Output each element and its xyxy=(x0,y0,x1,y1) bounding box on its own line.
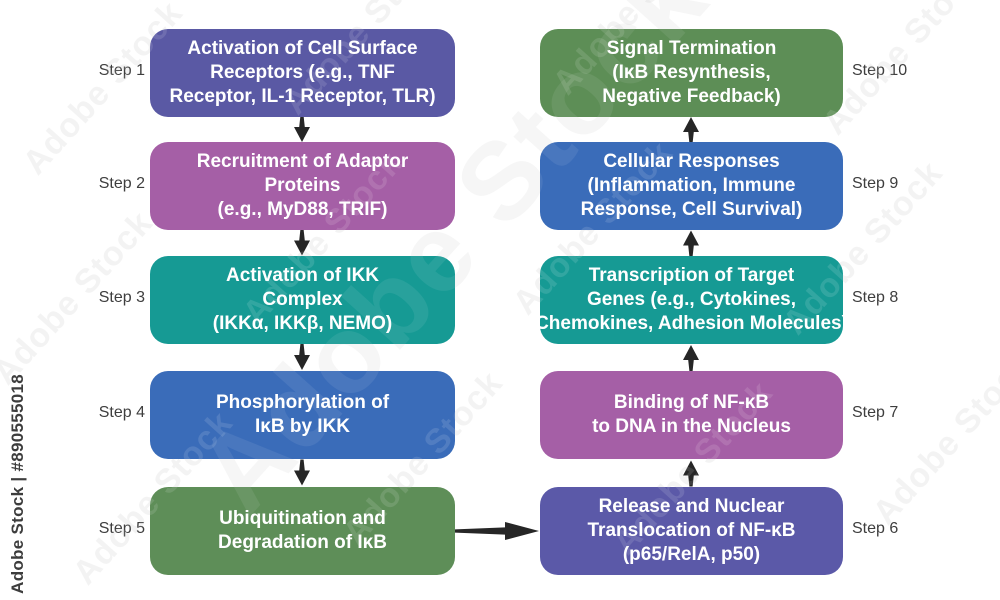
step-2-box: Recruitment of Adaptor Proteins (e.g., M… xyxy=(150,142,455,230)
step-3-text: Activation of IKK xyxy=(225,265,380,287)
arrow-down-step3-step4 xyxy=(294,344,310,370)
step-9-text: Cellular Responses xyxy=(603,151,780,173)
step-5-label: Step 5 xyxy=(98,520,145,537)
arrow-down-step2-step3 xyxy=(294,229,310,256)
step-1-text: Activation of Cell Surface xyxy=(187,38,418,60)
step-4-box: Phosphorylation of IκB by IKK xyxy=(150,371,455,459)
step-9-label: Step 9 xyxy=(852,175,899,192)
step-1-label: Step 1 xyxy=(98,62,145,79)
watermark-text: Adobe Stock xyxy=(865,343,1000,532)
step-7-label: Step 7 xyxy=(852,404,899,421)
arrow-right-step5-step6 xyxy=(455,522,539,540)
step-6-box: Release and Nuclear Translocation of NF-… xyxy=(540,487,843,575)
arrow-up-step6-step7 xyxy=(683,460,699,487)
arrow-up-step9-step10 xyxy=(683,117,699,143)
step-8-box: Transcription of Target Genes (e.g., Cyt… xyxy=(535,256,848,344)
arrow-up-step7-step8 xyxy=(683,345,699,371)
arrow-down-step1-step2 xyxy=(294,116,310,142)
step-10-label: Step 10 xyxy=(852,62,908,79)
step-7-box: Binding of NF-κB to DNA in the Nucleus xyxy=(540,371,843,459)
step-3-box: Activation of IKK Complex (IKKα, IKKβ, N… xyxy=(150,256,455,344)
arrow-down-step4-step5 xyxy=(294,459,310,486)
stock-id-watermark: Adobe Stock | #890555018 xyxy=(8,374,27,594)
step-1-box: Activation of Cell Surface Receptors (e.… xyxy=(150,29,455,117)
step-10-text: Signal Termination xyxy=(606,38,777,60)
step-9-box: Cellular Responses (Inflammation, Immune… xyxy=(540,142,843,230)
arrow-up-step8-step9 xyxy=(683,230,699,257)
step-6-label: Step 6 xyxy=(852,520,899,537)
step-3-label: Step 3 xyxy=(98,289,145,306)
step-10-box: Signal Termination (IκB Resynthesis, Neg… xyxy=(540,29,843,117)
watermark-text: Adobe Stock xyxy=(865,343,1000,532)
step-4-label: Step 4 xyxy=(98,404,145,421)
step-2-text: Recruitment of Adaptor xyxy=(196,151,409,173)
step-5-box: Ubiquitination and Degradation of IκB xyxy=(150,487,455,575)
step-7-text: Binding of NF-κB xyxy=(613,392,770,414)
step-8-label: Step 8 xyxy=(852,289,899,306)
step-5-text: Ubiquitination and xyxy=(219,508,386,530)
step-6-text: Release and Nuclear xyxy=(598,496,785,518)
step-4-text: Phosphorylation of xyxy=(215,392,390,414)
step-8-text: Transcription of Target xyxy=(588,265,795,287)
step-2-label: Step 2 xyxy=(98,175,145,192)
